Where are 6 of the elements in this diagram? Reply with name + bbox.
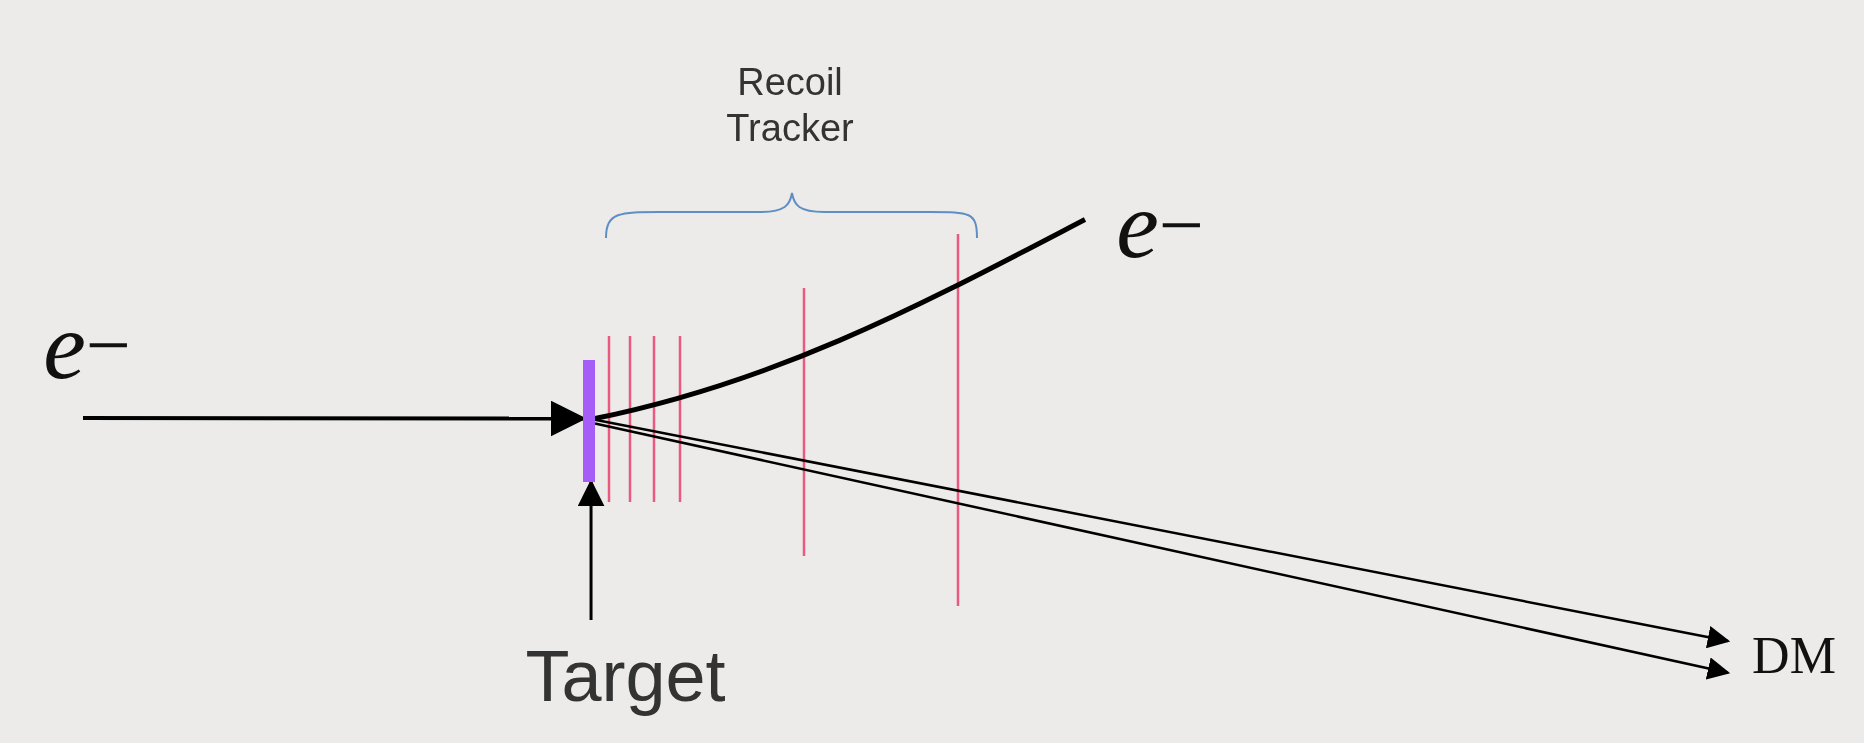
arrow [577,479,605,620]
target-label: Target [493,620,758,732]
recoil-tracker-label: Recoil Tracker [680,58,900,153]
target-bar [583,360,595,482]
electron-track [594,217,1087,421]
dark-matter-label: DM [1728,626,1860,686]
